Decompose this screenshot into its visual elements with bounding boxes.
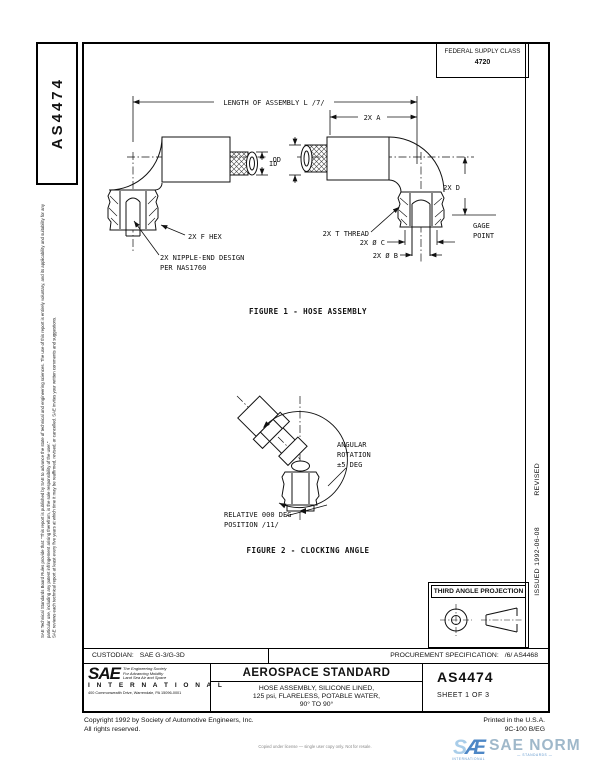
drawing-frame: LENGTH OF ASSEMBLY L /7/ 2X A ID OD 2X D… [82, 42, 550, 713]
copyright-block: Copyright 1992 by Society of Automotive … [84, 717, 254, 735]
margin-disclaimer-line2: SAE reviews each technical report at lea… [51, 316, 57, 638]
procurement-cell: PROCUREMENT SPECIFICATION: /6/ AS4468 [269, 649, 548, 663]
lower-nut [281, 460, 320, 512]
dim-label-2xd: 2X D [443, 184, 460, 192]
rotated-fitting [237, 395, 308, 467]
margin-disclaimer: SAE Technical Standards Board Rules prov… [40, 200, 62, 638]
sae-norm-sub-left: INTERNATIONAL [452, 757, 486, 761]
sae-logo-cell: SAE The Engineering Society For Advancin… [84, 664, 225, 711]
printed-block: Printed in the U.S.A. 9C-100 B/EG [483, 717, 545, 735]
doc-number-tab: AS4474 [36, 42, 78, 185]
figure1-caption: FIGURE 1 - HOSE ASSEMBLY [249, 307, 367, 316]
dim-label-od: OD [273, 156, 281, 164]
fsc-value: 4720 [474, 59, 491, 66]
title-block: SAE The Engineering Society For Advancin… [84, 663, 548, 711]
license-fine-print: Copied under license — single user copy … [258, 744, 372, 749]
dim-label-length: LENGTH OF ASSEMBLY L /7/ [223, 99, 324, 107]
sae-norm-watermark: SÆ INTERNATIONAL SAE NORM — STANDARDS — [452, 736, 581, 761]
custodian-row: CUSTODIAN: SAE G-3/G-3D PROCUREMENT SPECI… [84, 648, 548, 663]
printed-line: Printed in the U.S.A. [483, 717, 545, 724]
print-code: 9C-100 B/EG [504, 725, 545, 733]
technical-drawing: LENGTH OF ASSEMBLY L /7/ 2X A ID OD 2X D… [107, 96, 496, 555]
sae-address: 400 Commonwealth Drive, Warrendale, PA 1… [88, 690, 182, 695]
custodian-cell: CUSTODIAN: SAE G-3/G-3D [84, 649, 269, 663]
label-relative-1: RELATIVE 000 DEG [224, 511, 291, 519]
sae-norm-logo: SÆ INTERNATIONAL [452, 736, 486, 761]
procurement-label: PROCUREMENT SPECIFICATION: [390, 652, 499, 659]
sae-norm-sub-right: — STANDARDS — [517, 753, 553, 757]
sae-logo: SAE [88, 664, 121, 683]
issued-label: ISSUED 1992-06-08 [533, 527, 541, 596]
revised-label: REVISED [533, 462, 541, 496]
figure1-labels: LENGTH OF ASSEMBLY L /7/ 2X A ID OD 2X D… [160, 99, 495, 316]
copyright-line: Copyright 1992 by Society of Automotive … [84, 717, 254, 724]
federal-supply-class-box: FEDERAL SUPPLY CLASS 4720 [436, 44, 529, 78]
sae-tagline: The Engineering Society For Advancing Mo… [122, 666, 167, 681]
figure2-labels: ANGULAR ROTATION ±5 DEG RELATIVE 000 DEG… [224, 441, 371, 555]
doc-number-vertical: AS4474 [48, 77, 66, 150]
dimensions [132, 96, 496, 258]
doc-title-line1: HOSE ASSEMBLY, SILICONE LINED, [258, 685, 375, 692]
custodian-value: SAE G-3/G-3D [139, 652, 185, 659]
label-nipple-2: PER NAS1760 [160, 264, 206, 272]
label-gage-1: GAGE [473, 222, 490, 230]
doc-title-line3: 90° TO 90° [299, 701, 334, 709]
figure2-caption: FIGURE 2 - CLOCKING ANGLE [247, 546, 370, 555]
label-f-hex: 2X F HEX [188, 233, 223, 241]
figure1-hose-assembly: LENGTH OF ASSEMBLY L /7/ 2X A ID OD 2X D… [107, 96, 496, 316]
third-angle-projection-box: THIRD ANGLE PROJECTION [428, 582, 529, 648]
procurement-value: /6/ AS4468 [504, 652, 538, 659]
sae-tagline-1: The Engineering Society [122, 666, 167, 671]
dim-label-id: ID [269, 160, 277, 168]
figure2-clocking-angle: ANGULAR ROTATION ±5 DEG RELATIVE 000 DEG… [224, 395, 371, 555]
sae-tagline-2: For Advancing Mobility [122, 670, 164, 676]
label-angular-1: ANGULAR [337, 441, 367, 449]
label-gage-2: POINT [473, 232, 495, 240]
sae-tagline-3: Land Sea Air and Space [122, 675, 167, 681]
label-dia-b: 2X Ø B [373, 252, 398, 260]
sae-norm-brand: SAE NORM [489, 737, 581, 754]
revision-column: REVISED ISSUED 1992-06-08 [525, 44, 548, 648]
doc-number-cell: AS4474 SHEET 1 OF 3 [423, 664, 548, 711]
dim-label-2xa: 2X A [364, 114, 382, 122]
doc-title: HOSE ASSEMBLY, SILICONE LINED, 125 psi, … [211, 682, 422, 710]
custodian-label: CUSTODIAN: [92, 652, 134, 659]
label-angular-3: ±5 DEG [337, 461, 362, 469]
label-dia-c: 2X Ø C [360, 239, 385, 247]
sae-international: I N T E R N A T I O N A L [88, 682, 225, 689]
label-relative-2: POSITION /11/ [224, 521, 279, 529]
sheet-number: SHEET 1 OF 3 [437, 692, 490, 699]
doc-number: AS4474 [437, 669, 494, 685]
label-angular-2: ROTATION [337, 451, 371, 459]
third-angle-projection-symbol [440, 604, 522, 636]
fsc-label: FEDERAL SUPPLY CLASS [444, 48, 521, 55]
title-center-cell: AEROSPACE STANDARD HOSE ASSEMBLY, SILICO… [211, 664, 423, 711]
third-angle-projection-title: THIRD ANGLE PROJECTION [431, 585, 526, 598]
left-fitting [107, 136, 258, 237]
doc-type: AEROSPACE STANDARD [211, 664, 422, 682]
label-t-thread: 2X T THREAD [323, 230, 369, 238]
doc-title-line2: 125 psi, FLARELESS, POTABLE WATER, [252, 693, 381, 701]
sae-norm-logo-light: S [453, 736, 467, 759]
right-fitting [300, 136, 445, 256]
rights-line: All rights reserved. [84, 725, 141, 733]
sae-norm-logo-dark: Æ [465, 736, 486, 759]
label-nipple-1: 2X NIPPLE-END DESIGN [160, 254, 244, 262]
margin-disclaimer-line1: SAE Technical Standards Board Rules prov… [40, 203, 51, 638]
